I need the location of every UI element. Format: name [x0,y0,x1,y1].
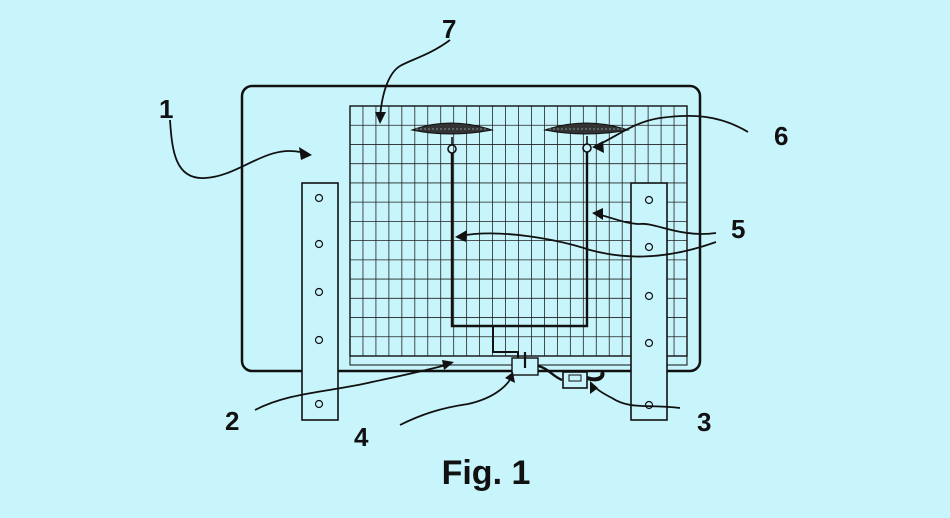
feed-line [450,152,589,328]
arrowhead-5a [592,208,603,220]
arrowhead-7 [375,112,386,124]
arrowheads [299,112,604,394]
arrowhead-1 [299,147,312,160]
label-4: 4 [354,422,369,452]
leader-2 [254,363,451,411]
label-5: 5 [731,214,745,244]
plug-connector [562,371,605,389]
leader-7 [379,39,451,119]
cable [537,364,563,382]
label-3: 3 [697,407,711,437]
leader-4 [399,375,513,426]
left-mounting-bracket [301,182,339,421]
antenna-element-right [543,122,630,135]
leader-6 [594,114,749,147]
antenna-element-left [410,122,494,135]
arrowhead-4 [505,372,515,383]
arrowhead-2 [442,360,454,370]
connection-point-right [582,136,592,153]
feed-down-line [492,326,519,360]
arrowhead-3 [590,381,598,394]
panel-outline [240,84,702,373]
label-1: 1 [159,94,173,124]
label-6: 6 [774,121,788,151]
arrowhead-6 [592,141,604,153]
leader-5b [459,232,717,258]
right-mounting-bracket [630,182,668,421]
figure-caption: Fig. 1 [442,454,531,492]
leader-lines [169,39,749,426]
label-7: 7 [442,14,456,44]
grid-element [349,105,688,366]
leader-5a [595,213,717,235]
leader-1 [169,119,301,179]
label-2: 2 [225,406,239,436]
connection-point-left [447,137,457,154]
arrowhead-5b [455,230,467,242]
